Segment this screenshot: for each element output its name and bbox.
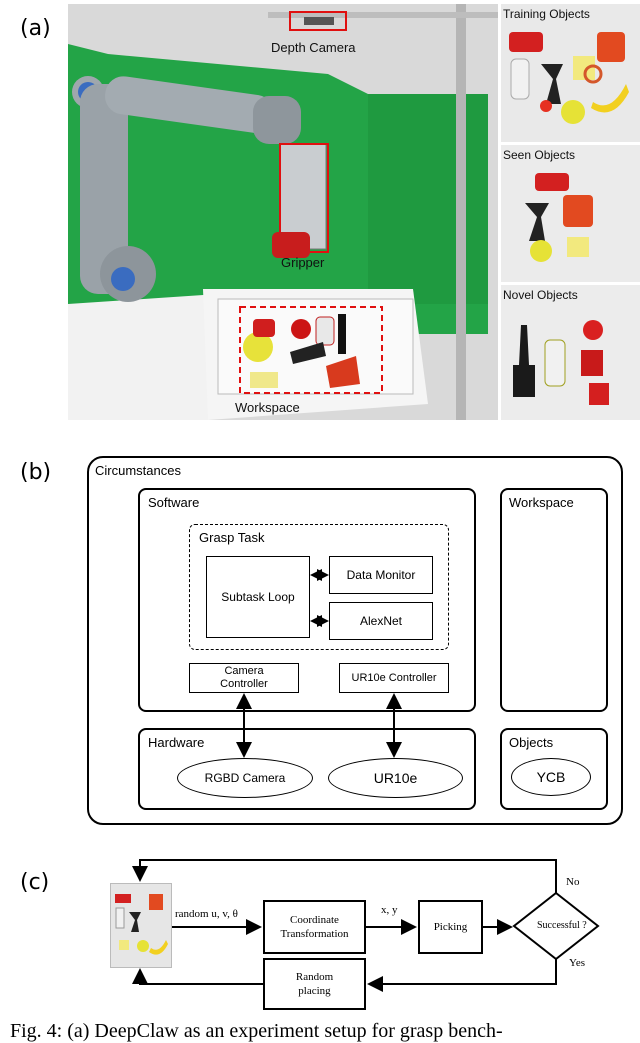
seen-objects-title: Seen Objects bbox=[503, 148, 576, 162]
ur10e-label: UR10e bbox=[373, 770, 418, 786]
alexnet-label: AlexNet bbox=[359, 614, 403, 628]
ur10e-ellipse: UR10e bbox=[328, 758, 463, 798]
objects-thumbnail-illustration bbox=[115, 894, 168, 955]
robot-setup-illustration bbox=[68, 4, 498, 420]
grasp-task-label: Grasp Task bbox=[199, 530, 265, 545]
successful-label: Successful ? bbox=[537, 920, 587, 931]
yes-label: Yes bbox=[569, 957, 586, 969]
camera-controller-box: Camera Controller bbox=[189, 663, 299, 693]
no-loop-arrow bbox=[132, 859, 557, 893]
coordinate-line1: Coordinate bbox=[290, 914, 339, 926]
subtask-loop-box: Subtask Loop bbox=[206, 556, 310, 638]
camera-controller-line1: Camera bbox=[224, 665, 264, 677]
software-label: Software bbox=[148, 495, 200, 510]
subtask-loop-label: Subtask Loop bbox=[221, 590, 295, 604]
ycb-label: YCB bbox=[536, 769, 566, 785]
yes-to-random-placing-arrow bbox=[367, 959, 557, 992]
rgbd-camera-ellipse: RGBD Camera bbox=[177, 758, 313, 798]
data-monitor-box: Data Monitor bbox=[329, 556, 433, 594]
random-placing-to-input-arrow bbox=[132, 968, 263, 985]
workspace-box-label: Workspace bbox=[509, 495, 574, 510]
objects-thumbnail bbox=[110, 883, 172, 968]
grasp-task-box bbox=[189, 524, 449, 650]
ur10e-controller-box: UR10e Controller bbox=[339, 663, 449, 693]
alexnet-box: AlexNet bbox=[329, 602, 433, 640]
panel-label-b: (b) bbox=[20, 460, 52, 485]
gripper-label: Gripper bbox=[281, 255, 325, 270]
coordinate-transformation-box: Coordinate Transformation bbox=[263, 900, 366, 954]
ycb-ellipse: YCB bbox=[511, 758, 591, 796]
workspace-label: Workspace bbox=[235, 400, 300, 415]
training-objects-illustration bbox=[501, 4, 640, 142]
circumstances-label: Circumstances bbox=[95, 463, 181, 478]
rgbd-camera-label: RGBD Camera bbox=[204, 771, 286, 785]
hardware-label: Hardware bbox=[148, 735, 205, 750]
picking-label: Picking bbox=[433, 921, 468, 933]
robot-setup-photo: Depth Camera Gripper Workspace bbox=[68, 4, 498, 420]
seen-objects-photo: Seen Objects bbox=[501, 145, 640, 282]
figure-caption: Fig. 4: (a) DeepClaw as an experiment se… bbox=[10, 1020, 503, 1042]
xy-label: x, y bbox=[381, 904, 398, 916]
training-objects-title: Training Objects bbox=[503, 7, 590, 21]
random-line1: Random bbox=[295, 971, 334, 983]
ur10e-controller-label: UR10e Controller bbox=[351, 672, 437, 684]
training-objects-photo: Training Objects bbox=[501, 4, 640, 142]
random-placing-box: Random placing bbox=[263, 958, 366, 1010]
novel-objects-title: Novel Objects bbox=[503, 288, 578, 302]
novel-objects-photo: Novel Objects bbox=[501, 285, 640, 420]
panel-label-a: (a) bbox=[20, 16, 51, 41]
picking-box: Picking bbox=[418, 900, 483, 954]
random-input-label: random u, v, θ bbox=[175, 908, 238, 920]
data-monitor-label: Data Monitor bbox=[346, 568, 416, 582]
novel-objects-illustration bbox=[501, 285, 640, 420]
coordinate-line2: Transformation bbox=[280, 928, 349, 940]
seen-objects-illustration bbox=[501, 145, 640, 282]
panel-label-c: (c) bbox=[20, 870, 50, 895]
camera-controller-line2: Controller bbox=[220, 678, 268, 690]
workspace-box bbox=[500, 488, 608, 712]
no-label: No bbox=[566, 876, 580, 888]
depth-camera-label: Depth Camera bbox=[271, 40, 356, 55]
objects-label: Objects bbox=[509, 735, 554, 750]
random-line2: placing bbox=[298, 985, 331, 997]
